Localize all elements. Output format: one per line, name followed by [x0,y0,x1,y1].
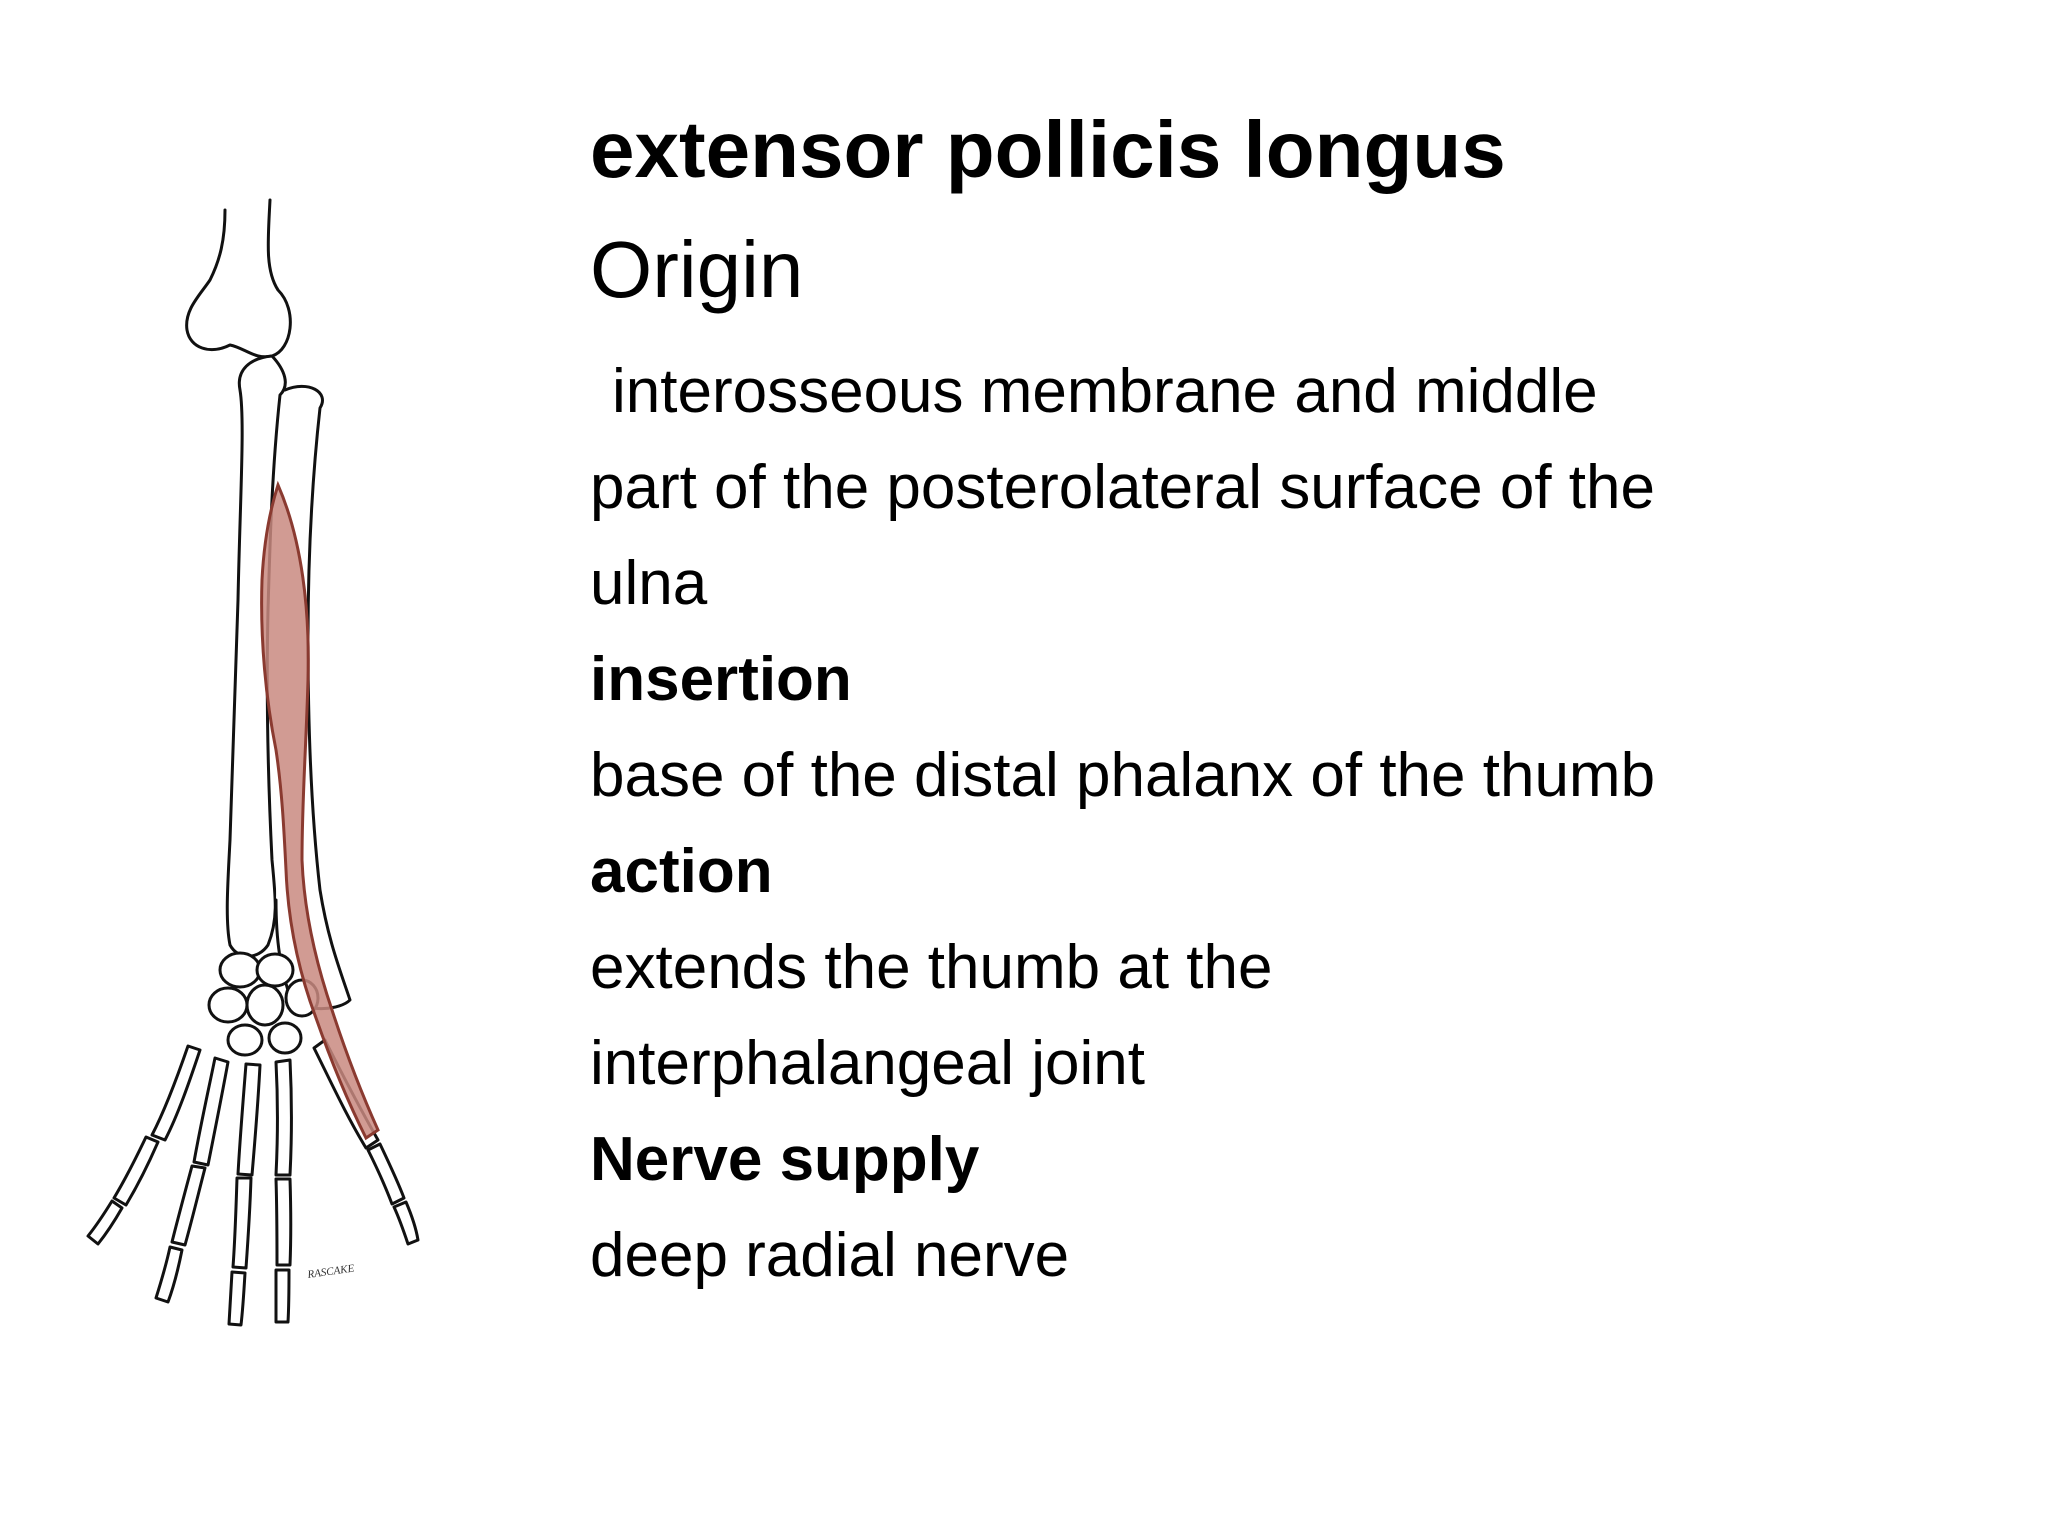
nerve-supply-text: deep radial nerve [590,1221,1070,1290]
metacarpal-4 [192,1056,230,1167]
carpal-bone-4 [245,983,285,1027]
artist-signature: RASCAKE [306,1263,356,1282]
action-heading: action [590,837,773,906]
carpal-bone-6 [226,1023,264,1057]
text-block: extensor pollicis longus Origin inteross… [590,90,1990,1304]
origin-line-2: part of the posterolateral surface of th… [590,453,1655,522]
origin-heading: Origin [590,225,804,314]
nerve-supply-heading: Nerve supply [590,1125,980,1194]
insertion-heading: insertion [590,645,852,714]
phalanx-4b [154,1245,184,1304]
phalanx-4a [170,1164,207,1247]
phalanx-3b [227,1270,247,1327]
extensor-pollicis-longus-muscle [260,480,380,1141]
origin-line-1: interosseous membrane and middle [612,357,1598,426]
action-line-1: extends the thumb at the [590,933,1273,1002]
phalanx-2b [274,1268,291,1324]
phalanx-5a [112,1135,160,1207]
phalanx-5b [86,1199,124,1246]
action-line-2: interphalangeal joint [590,1029,1145,1098]
metacarpal-5 [150,1044,202,1142]
carpal-bone-3 [207,986,249,1024]
phalanx-1b [392,1200,420,1246]
carpal-bone-2 [255,952,295,988]
humerus-bone [185,198,292,359]
insertion-text: base of the distal phalanx of the thumb [590,741,1656,810]
slide-title: extensor pollicis longus [590,105,1506,194]
metacarpal-3 [236,1062,262,1177]
phalanx-1a [366,1142,406,1206]
forearm-hand-illustration: RASCAKE [86,198,420,1327]
origin-line-3: ulna [590,549,708,618]
carpal-bone-1 [218,951,262,989]
phalanx-2a [274,1177,293,1267]
phalanx-3a [231,1176,253,1270]
carpal-bone-7 [267,1021,303,1055]
metacarpal-2 [274,1058,293,1177]
